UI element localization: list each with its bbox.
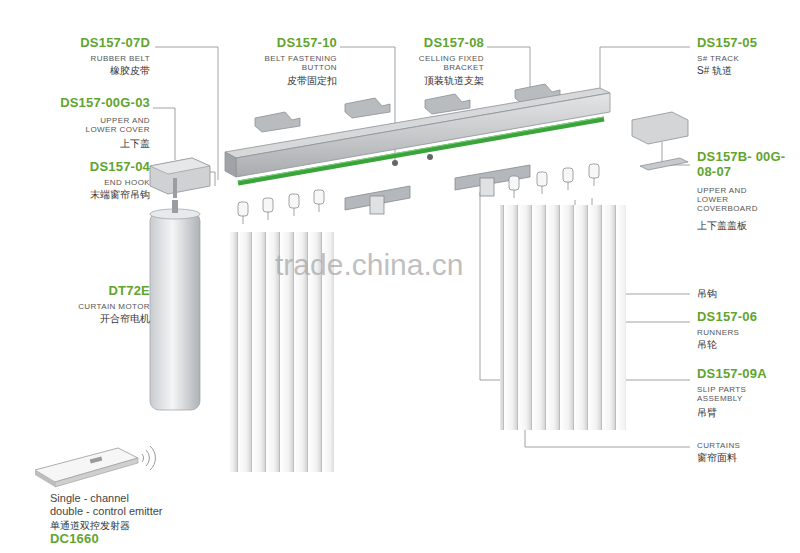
- remote-emitter: [35, 446, 155, 487]
- part-name-en: RUNNERS: [697, 328, 797, 337]
- part-name-en: RUBBER BELT: [40, 54, 150, 63]
- end-caps: [150, 112, 688, 198]
- part-name-en: S# TRACK: [697, 54, 797, 63]
- part-name-en: BELT FASTENING BUTTON: [252, 54, 337, 72]
- part-code: DS157-07D: [40, 36, 150, 51]
- part-name-zh: 顶装轨道支架: [364, 75, 484, 87]
- part-code: DS157-10: [227, 36, 337, 51]
- part-code: DS157B- 00G-08-07: [697, 150, 787, 180]
- part-name-zh: 末端窗帘吊钩: [40, 189, 150, 201]
- part-code: DS157-05: [697, 36, 797, 51]
- part-code: DS157-06: [697, 310, 797, 325]
- part-name-en: CURTAIN MOTOR: [40, 302, 150, 311]
- device-name-en: Single - channel double - control emitte…: [50, 492, 164, 517]
- part-name-zh: 窗帘面料: [697, 452, 797, 464]
- curtains: [230, 205, 626, 472]
- part-code: DS157-09A: [697, 367, 797, 382]
- part-name-zh: 皮带固定扣: [217, 75, 337, 87]
- part-name-zh: S# 轨道: [697, 65, 797, 77]
- part-name-zh: 上下盖: [40, 138, 150, 150]
- part-name-zh: 吊臂: [697, 407, 797, 419]
- part-name-zh: 吊轮: [697, 339, 797, 351]
- part-code: DS157-08: [374, 36, 484, 51]
- part-name-zh: 吊钩: [697, 288, 797, 300]
- part-name-en: END HOOK: [40, 178, 150, 187]
- part-code: DS157-04: [40, 160, 150, 175]
- part-name-en: UPPER AND LOWER COVER: [80, 116, 150, 134]
- part-code: DS157-00G-03: [20, 96, 150, 111]
- curtain-motor: [150, 200, 200, 410]
- part-name-zh: 开合帘电机: [40, 313, 150, 325]
- part-name-en: UPPER AND LOWER COVERBOARD: [697, 186, 763, 214]
- part-name-en: SLIP PARTS ASSEMBLY: [697, 385, 759, 403]
- part-name-zh: 上下盖盖板: [697, 220, 797, 232]
- track: [225, 88, 610, 183]
- part-name-en: CURTAINS: [697, 441, 797, 450]
- watermark: trade.china.cn: [275, 248, 535, 283]
- part-code: DC1660: [50, 532, 180, 547]
- part-name-en: CELLING FIXED BRACKET: [404, 54, 484, 72]
- part-code: DT72E: [40, 284, 150, 299]
- part-name-zh: 橡胶皮带: [40, 65, 150, 77]
- device-name-zh: 单通道双控发射器: [50, 520, 180, 532]
